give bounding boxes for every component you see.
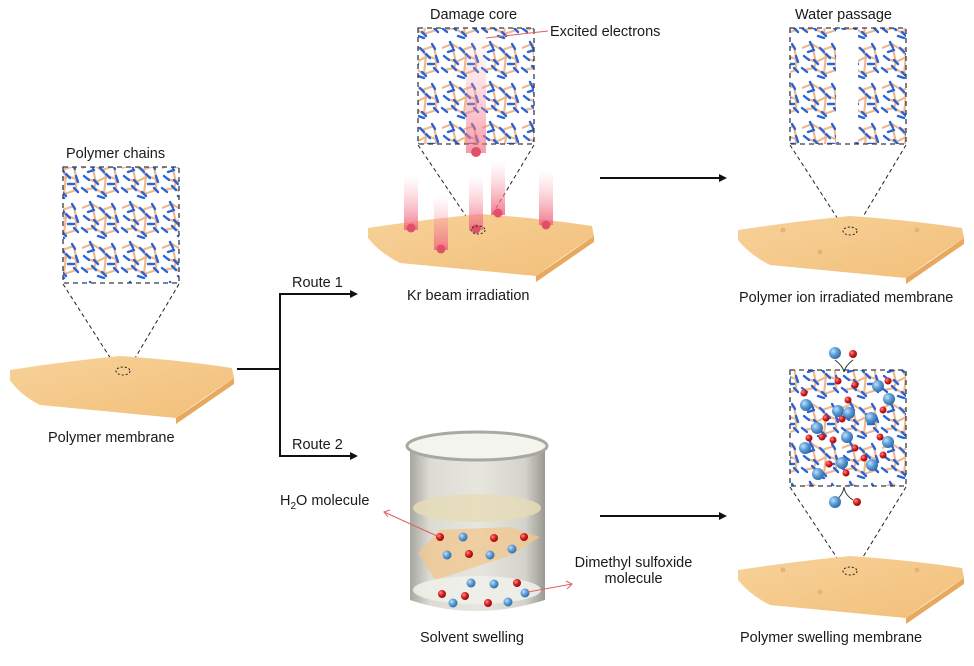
solvent-molecules: [436, 532, 530, 608]
swelling-membrane-caption: Polymer swelling membrane: [740, 630, 923, 646]
damage-core-label: Damage core: [430, 7, 518, 23]
route2-label: Route 2: [292, 437, 343, 453]
membrane-in-beaker: [418, 527, 540, 580]
polymer-membrane-group: [10, 166, 234, 424]
water-passage-label: Water passage: [795, 7, 892, 23]
ion-irradiated-caption: Polymer ion irradiated membrane: [739, 290, 954, 306]
beam-ion: [471, 147, 481, 157]
h2o-subscript: 2: [290, 500, 297, 512]
polymer-membrane-caption: Polymer membrane: [48, 430, 175, 446]
polymer-chains-inset: [62, 166, 180, 284]
swollen-molecules: [799, 377, 895, 480]
h2o-suffix: O molecule: [296, 493, 370, 509]
kr-beam-caption: Kr beam irradiation: [407, 288, 530, 304]
dmso-line2: molecule: [604, 571, 663, 587]
route1-label: Route 1: [292, 275, 343, 291]
water-passage-channel: [836, 30, 858, 142]
polymer-chains-label: Polymer chains: [66, 146, 166, 162]
beaker-rim: [405, 430, 549, 462]
h2o-molecule-callout: H2O molecule: [280, 493, 369, 512]
h2o-callout-line: [383, 511, 438, 537]
dmso-line1: Dimethyl sulfoxide: [574, 555, 693, 571]
beaker-group: [383, 430, 573, 611]
zoom-line-right: [127, 283, 180, 371]
swelling-membrane-group: [738, 347, 964, 624]
damage-core-beam: [466, 28, 486, 153]
ion-beams: [404, 160, 553, 254]
irradiated-slab: [368, 214, 594, 276]
dmso-callout: Dimethyl sulfoxide molecule: [566, 555, 701, 587]
membrane-slab: [10, 356, 234, 418]
membrane-side: [176, 378, 234, 424]
solvent-swelling-caption: Solvent swelling: [420, 630, 524, 646]
irradiated-membrane-group: [738, 27, 964, 284]
kr-irradiation-group: [368, 27, 594, 282]
swelling-inset: [789, 369, 907, 487]
h2o-prefix: H: [280, 493, 291, 509]
excited-electrons-callout: Excited electrons: [550, 24, 661, 40]
zoom-line-left: [62, 283, 119, 371]
sample-spot: [115, 366, 131, 376]
dmso-callout-line: [527, 583, 573, 593]
route-branches: [237, 290, 358, 460]
